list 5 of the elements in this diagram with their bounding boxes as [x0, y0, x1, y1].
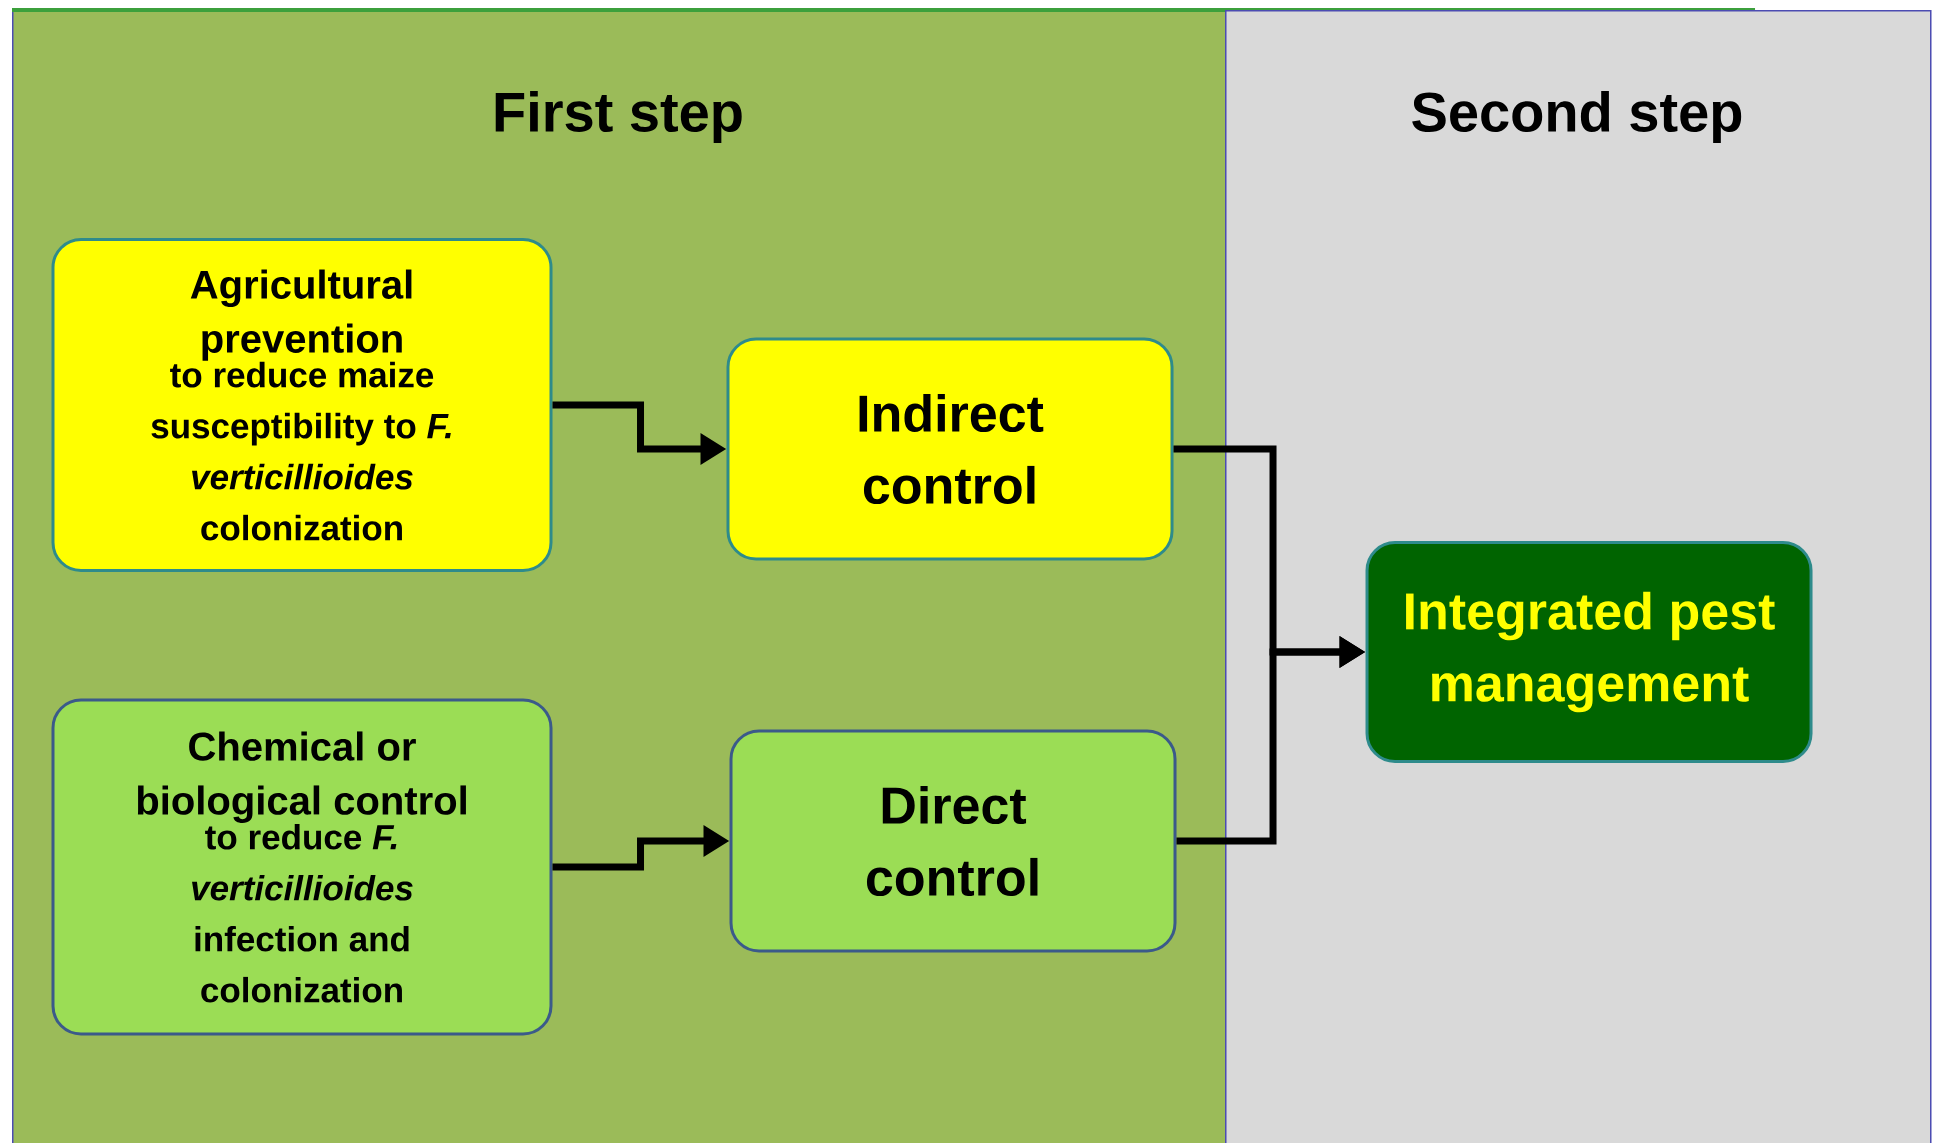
process-box: Indirect control — [726, 337, 1174, 561]
process-box: Direct control — [729, 729, 1177, 953]
process-box: Chemical or biological control to reduce F. verticillioides infection and colonization — [51, 698, 553, 1036]
process-box: Agricultural prevention to reduce maize susceptibility to F. verticillioides colonization — [51, 238, 553, 572]
result-box: Integrated pest management — [1365, 541, 1813, 763]
